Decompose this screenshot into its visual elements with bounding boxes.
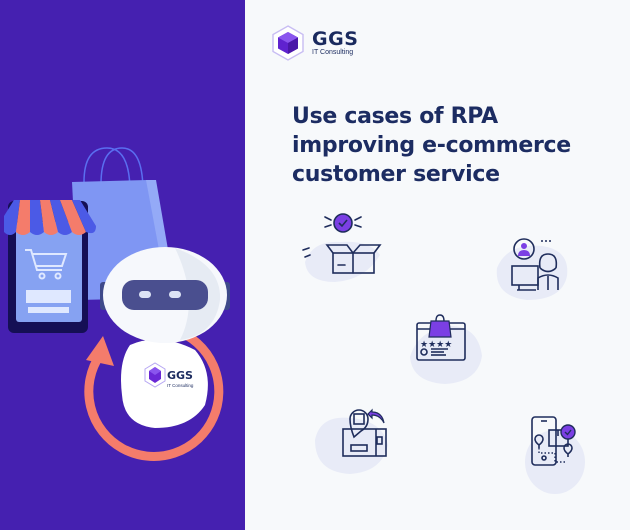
brand-name: GGS [312,28,359,50]
ggs-logo: GGS IT Consulting [270,24,358,62]
cube-logo-icon [272,25,304,61]
badge-blob [121,339,208,428]
badge-logo-icon [144,362,166,388]
illustration-panel: GGS IT Consulting [0,0,245,530]
page-title: Use cases of RPA improving e-commerce cu… [292,102,612,189]
use-case-returns [310,400,405,480]
use-case-customer-support [482,228,577,313]
svg-text:★★★★: ★★★★ [420,340,452,350]
circular-arrow-icon [84,325,224,461]
title-line-1: Use cases of RPA [292,104,498,129]
rpa-illustration: GGS IT Consulting [4,147,230,461]
shopping-cart-icon [25,249,68,280]
chatbot-robot-icon [100,247,230,343]
smartphone-icon [4,200,96,333]
box-checkmark-icon [302,213,382,282]
badge-subtitle: IT Consulting [167,383,194,388]
brand-subtitle: IT Consulting [312,49,354,56]
badge-name: GGS [167,369,193,382]
package-return-icon [315,408,388,474]
mobile-tracking-icon [525,416,585,494]
title-line-2: improving e-commerce [292,133,571,158]
support-agent-icon [496,238,568,300]
rating-review-icon: ★★★★ [410,314,482,384]
use-case-order-confirmation [295,210,395,290]
use-case-delivery-tracking [515,412,610,497]
use-case-product-reviews: ★★★★ [400,312,495,392]
title-line-3: customer service [292,162,500,187]
